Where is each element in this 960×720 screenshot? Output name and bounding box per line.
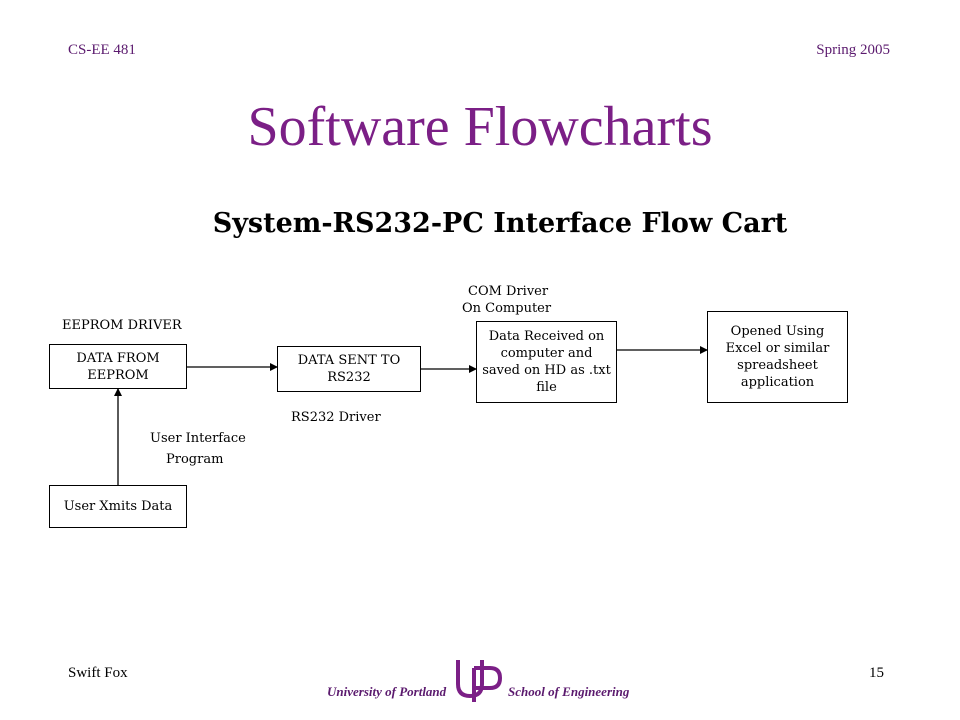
label-eeprom-driver: EEPROM DRIVER — [62, 318, 182, 333]
university-name: University of Portland — [327, 684, 447, 699]
label-program: Program — [166, 452, 224, 467]
label-on-computer: On Computer — [462, 301, 552, 316]
author-label: Swift Fox — [68, 665, 128, 681]
diagram-title: System-RS232-PC Interface Flow Cart — [212, 208, 788, 239]
box-opened-using: Opened Using Excel or similar spreadshee… — [707, 311, 848, 403]
school-name: School of Engineering — [508, 684, 630, 699]
label-com-driver: COM Driver — [468, 284, 549, 299]
university-logo-icon — [456, 660, 503, 702]
label-rs232-driver: RS232 Driver — [291, 410, 381, 425]
term-label: Spring 2005 — [816, 42, 890, 58]
label-user-interface: User Interface — [150, 431, 246, 446]
box-data-sent: DATA SENT TO RS232 — [277, 346, 421, 392]
slide-title: Software Flowcharts — [247, 96, 713, 158]
box-data-received: Data Received on computer and saved on H… — [476, 321, 617, 403]
box-user-xmits: User Xmits Data — [49, 485, 187, 528]
page-number: 15 — [869, 665, 884, 681]
course-label: CS-EE 481 — [68, 42, 136, 58]
box-data-from-eeprom: DATA FROM EEPROM — [49, 344, 187, 389]
